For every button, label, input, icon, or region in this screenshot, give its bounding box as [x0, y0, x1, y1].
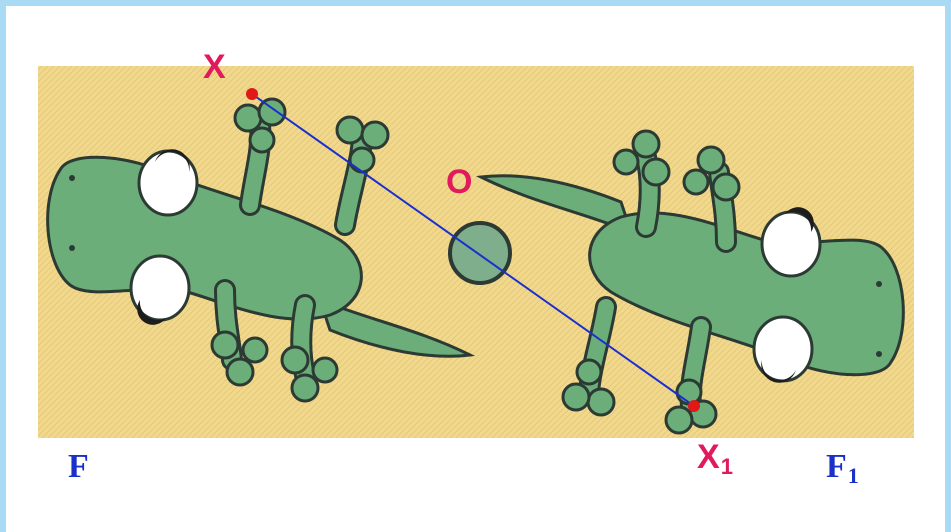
label-figure-f1: F1	[826, 450, 859, 487]
label-point-x1: X1	[697, 440, 733, 478]
center-dot-icon	[448, 221, 512, 285]
label-figure-f1-main: F	[826, 448, 847, 485]
label-center-o: O	[446, 163, 473, 201]
segment-x-x1	[251, 93, 695, 407]
label-figure-f: F	[68, 448, 89, 485]
label-point-x1-sub: 1	[720, 454, 733, 479]
label-figure-f1-sub: 1	[847, 463, 859, 488]
point-x1-marker	[688, 400, 700, 412]
label-point-x: X	[203, 48, 226, 86]
label-point-x1-main: X	[697, 438, 720, 476]
point-x-marker	[246, 88, 258, 100]
